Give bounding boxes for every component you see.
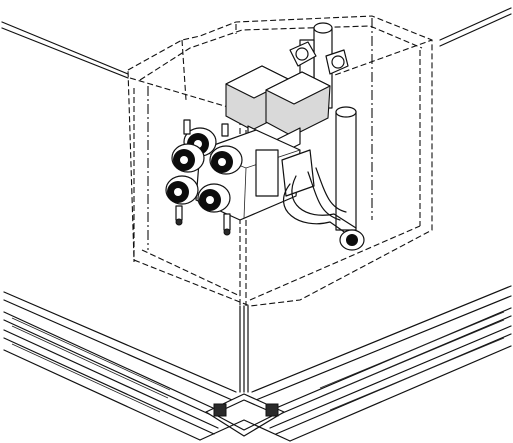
flare-nuts-top	[289, 41, 349, 75]
service-valves	[165, 127, 243, 213]
panel-left	[3, 291, 237, 441]
charge-ports	[175, 119, 231, 236]
corner-post	[239, 305, 249, 393]
panel-right	[251, 285, 512, 442]
ceiling-edges	[1, 7, 512, 79]
panel-corner-cap	[199, 393, 291, 442]
bent-pipes	[283, 167, 365, 251]
